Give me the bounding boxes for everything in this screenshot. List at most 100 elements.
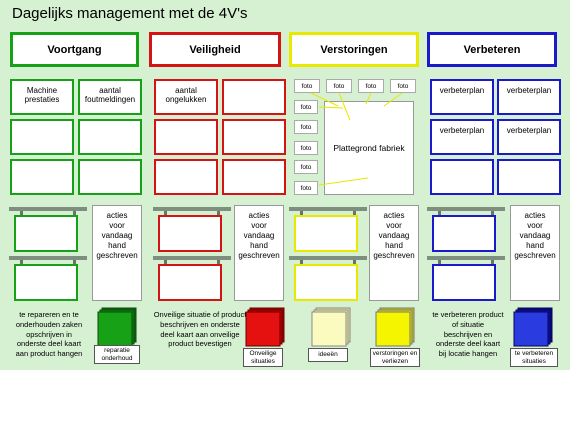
hanger-bar	[289, 207, 367, 211]
note-text: hand	[526, 241, 544, 250]
cell-verbeterplan: verbeterplan	[497, 119, 561, 155]
foto-box: foto	[294, 120, 318, 134]
cell-veiligheid-empty	[222, 79, 286, 115]
hanger-peg	[217, 260, 220, 265]
foto-box: foto	[326, 79, 352, 93]
note-text: vandaag	[101, 231, 133, 240]
header-veiligheid: Veiligheid	[149, 32, 281, 67]
hanger-peg	[300, 260, 303, 265]
hanger-bar	[289, 256, 367, 260]
note-text: hand	[385, 241, 403, 250]
hanging-card	[294, 215, 358, 252]
hanger-bar	[153, 207, 231, 211]
hanger-peg	[217, 211, 220, 216]
hanger-bar	[427, 256, 505, 260]
note-text: hand	[250, 241, 268, 250]
hanging-card	[294, 264, 358, 301]
header-verstoringen: Verstoringen	[289, 32, 419, 67]
cell-aantal-foutmeldingen: aantal foutmeldingen	[78, 79, 142, 115]
cell-voortgang-empty	[10, 119, 74, 155]
header-voortgang: Voortgang	[10, 32, 139, 67]
actions-note: acties voor vandaag hand geschreven	[369, 205, 419, 301]
note-text: vandaag	[378, 231, 410, 240]
hanger-peg	[438, 260, 441, 265]
cell-veiligheid-empty	[222, 159, 286, 195]
hanging-card	[14, 264, 78, 301]
foto-box: foto	[294, 160, 318, 174]
foto-box: foto	[294, 79, 320, 93]
note-text: vandaag	[519, 231, 551, 240]
header-verbeteren: Verbeteren	[427, 32, 557, 67]
card-stack-red	[245, 307, 285, 347]
hanging-card	[158, 264, 222, 301]
cell-verbeterplan: verbeterplan	[430, 119, 494, 155]
stack-label-verstoringen: verstoringen en verliezen	[370, 348, 420, 367]
note-text: acties	[383, 211, 405, 220]
hanger-peg	[438, 211, 441, 216]
note-text: geschreven	[238, 251, 280, 260]
foto-box: foto	[294, 181, 318, 195]
hanger-peg	[353, 260, 356, 265]
hanger-peg	[73, 260, 76, 265]
actions-note: acties voor vandaag hand geschreven	[234, 205, 284, 301]
cell-voortgang-empty	[78, 119, 142, 155]
note-text: geschreven	[373, 251, 415, 260]
cell-machine-prestaties: Machine prestaties	[10, 79, 74, 115]
hanger-bar	[9, 256, 87, 260]
hanger-peg	[491, 260, 494, 265]
cell-verbeterplan: verbeterplan	[430, 79, 494, 115]
note-text: voor	[386, 221, 402, 230]
cell-voortgang-empty	[10, 159, 74, 195]
hanger-peg	[353, 211, 356, 216]
note-text: vandaag	[243, 231, 275, 240]
hanger-peg	[73, 211, 76, 216]
note-text: geschreven	[514, 251, 556, 260]
card-stack-lightyellow	[311, 307, 351, 347]
page-title: Dagelijks management met de 4V's	[12, 5, 248, 22]
hanger-bar	[9, 207, 87, 211]
hanger-peg	[491, 211, 494, 216]
stack-label-verbeteren: te verbeteren situaties	[510, 348, 558, 367]
actions-note: acties voor vandaag hand geschreven	[92, 205, 142, 301]
hanging-card	[432, 264, 496, 301]
cell-veiligheid-empty	[154, 159, 218, 195]
cell-aantal-ongelukken: aantal ongelukken	[154, 79, 218, 115]
hanging-card	[14, 215, 78, 252]
note-text: voor	[527, 221, 543, 230]
description-voortgang: te repareren en te onderhouden zaken ops…	[15, 310, 83, 358]
foto-box: foto	[358, 79, 384, 93]
foto-box: foto	[390, 79, 416, 93]
card-stack-blue	[513, 307, 553, 347]
hanger-peg	[300, 211, 303, 216]
management-board: Dagelijks management met de 4V's Voortga…	[0, 0, 570, 370]
note-text: acties	[106, 211, 128, 220]
card-stack-green	[97, 307, 137, 347]
note-text: acties	[524, 211, 546, 220]
note-text: voor	[251, 221, 267, 230]
description-verbeteren: te verbeteren product of situatie beschr…	[432, 310, 504, 358]
connector-arrows	[310, 92, 403, 186]
hanger-peg	[20, 211, 23, 216]
hanger-bar	[153, 256, 231, 260]
hanger-bar	[427, 207, 505, 211]
cell-verbeteren-empty	[497, 159, 561, 195]
foto-box: foto	[294, 100, 318, 114]
plattegrond-fabriek: Plattegrond fabriek	[324, 101, 414, 195]
hanging-card	[158, 215, 222, 252]
note-text: geschreven	[96, 251, 138, 260]
stack-label-onveilige: Onveilige situaties	[243, 348, 283, 367]
note-text: hand	[108, 241, 126, 250]
card-stack-yellow	[375, 307, 415, 347]
stack-label-reparatie: reparatie onderhoud	[94, 345, 140, 364]
note-text: voor	[109, 221, 125, 230]
stack-label-ideeen: ideeën	[308, 348, 348, 362]
cell-verbeteren-empty	[430, 159, 494, 195]
description-veiligheid: Onveilige situatie of product beschrijve…	[153, 310, 247, 349]
foto-box: foto	[294, 141, 318, 155]
hanging-card	[432, 215, 496, 252]
note-text: acties	[248, 211, 270, 220]
hanger-peg	[164, 211, 167, 216]
cell-voortgang-empty	[78, 159, 142, 195]
hanger-peg	[164, 260, 167, 265]
actions-note: acties voor vandaag hand geschreven	[510, 205, 560, 301]
